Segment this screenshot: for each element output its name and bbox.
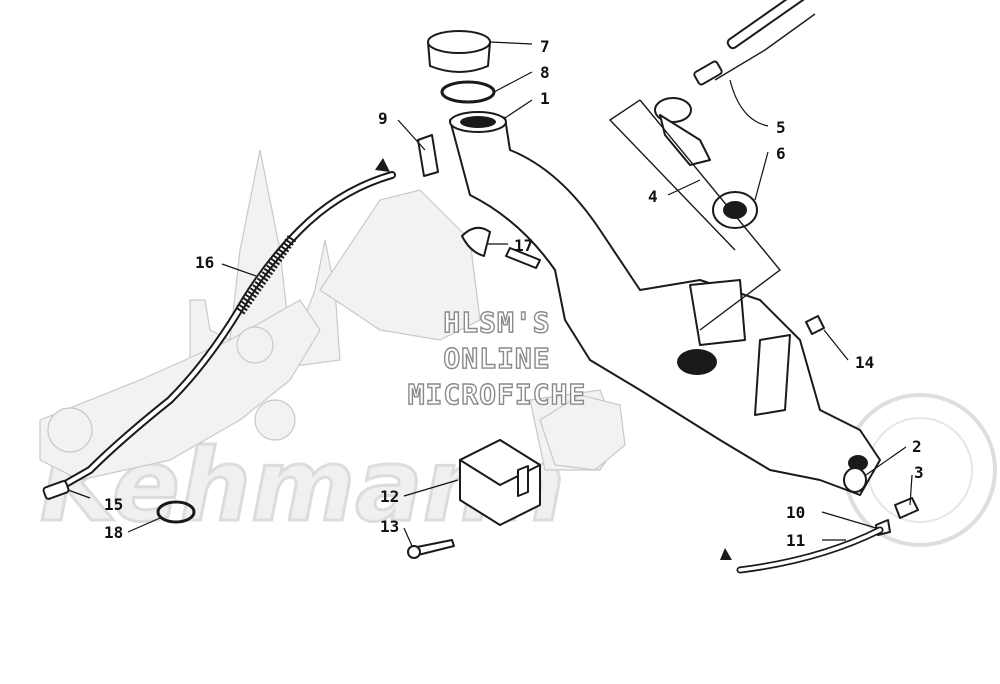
hose-end — [42, 480, 70, 500]
tank-port — [677, 349, 717, 375]
leader-lines — [67, 41, 913, 547]
fuel-gauge-assembly — [608, 0, 816, 331]
callout-17: 17 — [514, 236, 533, 255]
callout-10: 10 — [786, 503, 805, 522]
hex-nut — [805, 315, 825, 335]
callout-15: 15 — [104, 495, 123, 514]
callout-12: 12 — [380, 487, 399, 506]
vent-hose — [736, 526, 884, 574]
tank-pad — [417, 134, 439, 177]
cap-o-ring — [440, 80, 496, 104]
callout-6: 6 — [776, 144, 786, 163]
watermark-line-2: ONLINE — [443, 342, 550, 375]
fuel-cap — [427, 30, 491, 73]
callout-13: 13 — [380, 517, 399, 536]
callout-16: 16 — [195, 253, 214, 272]
callout-11: 11 — [786, 531, 805, 550]
watermark-line-1: HLSM'S — [443, 306, 550, 339]
fuel-tank — [449, 111, 881, 496]
tank-mount-tab — [689, 279, 746, 346]
callout-2: 2 — [912, 437, 922, 456]
control-box — [459, 439, 541, 526]
watermark-text: HLSM'S ONLINE MICROFICHE — [407, 305, 587, 411]
callout-14: 14 — [855, 353, 874, 372]
callout-18: 18 — [104, 523, 123, 542]
fitting — [894, 497, 919, 519]
callout-1: 1 — [540, 89, 550, 108]
callout-3: 3 — [914, 463, 924, 482]
callout-5: 5 — [776, 118, 786, 137]
watermark-line-3: MICROFICHE — [408, 378, 587, 411]
callout-4: 4 — [648, 187, 658, 206]
fuel-line-arrow — [375, 158, 390, 172]
callout-labels: 7 8 1 9 5 6 4 17 16 14 2 3 12 13 10 11 1… — [104, 37, 924, 550]
tank-bracket — [754, 334, 791, 416]
callout-7: 7 — [540, 37, 550, 56]
clamp-bolt — [505, 247, 541, 269]
vent-hose-arrow — [720, 548, 732, 560]
tank-outlet — [848, 455, 868, 471]
clamp — [461, 226, 491, 257]
grommet — [843, 467, 867, 493]
hose-clamp — [156, 500, 196, 524]
carburetor — [539, 394, 626, 471]
callout-8: 8 — [540, 63, 550, 82]
callout-9: 9 — [378, 109, 388, 128]
fuel-line-sleeve — [235, 235, 297, 315]
